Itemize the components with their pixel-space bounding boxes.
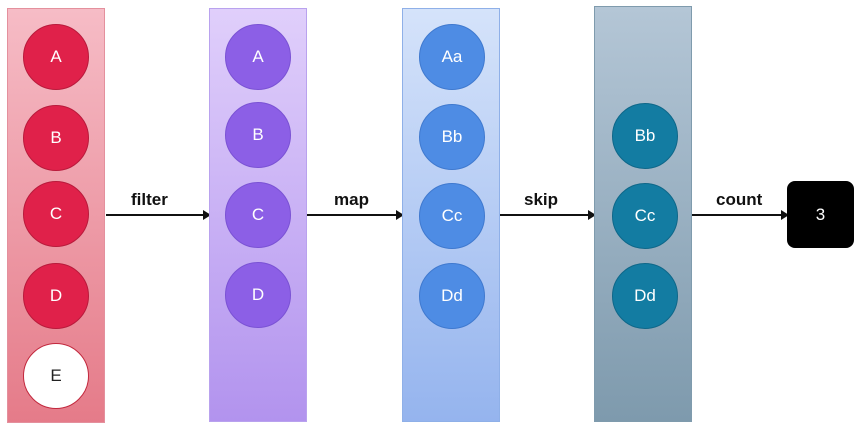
element-b-node: B bbox=[23, 105, 89, 171]
element-a-node: A bbox=[23, 24, 89, 90]
element-d-node: D bbox=[225, 262, 291, 328]
filter-label: filter bbox=[131, 190, 168, 209]
skip-arrow bbox=[500, 210, 596, 220]
element-e-node: E bbox=[23, 343, 89, 409]
element-d-node: D bbox=[23, 263, 89, 329]
element-cc-node: Cc bbox=[612, 183, 678, 249]
skip-label: skip bbox=[524, 190, 559, 209]
element-aa-node: Aa bbox=[419, 24, 485, 90]
element-cc-node: Cc bbox=[419, 183, 485, 249]
count-result-box: 3 bbox=[787, 181, 854, 248]
element-dd-node: Dd bbox=[419, 263, 485, 329]
element-a-node: A bbox=[225, 24, 291, 90]
skipped-stream-column: Bb Cc Dd bbox=[594, 6, 692, 422]
filtered-stream-column: A B C D bbox=[209, 8, 307, 422]
element-bb-node: Bb bbox=[419, 104, 485, 170]
element-bb-node: Bb bbox=[612, 103, 678, 169]
source-stream-column: A B C D E bbox=[7, 8, 105, 423]
filter-arrow bbox=[106, 210, 211, 220]
count-label: count bbox=[716, 190, 763, 209]
element-c-node: C bbox=[23, 181, 89, 247]
mapped-stream-column: Aa Bb Cc Dd bbox=[402, 8, 500, 422]
count-arrow bbox=[692, 210, 789, 220]
element-c-node: C bbox=[225, 182, 291, 248]
element-b-node: B bbox=[225, 102, 291, 168]
map-label: map bbox=[334, 190, 369, 209]
element-dd-node: Dd bbox=[612, 263, 678, 329]
map-arrow bbox=[307, 210, 404, 220]
